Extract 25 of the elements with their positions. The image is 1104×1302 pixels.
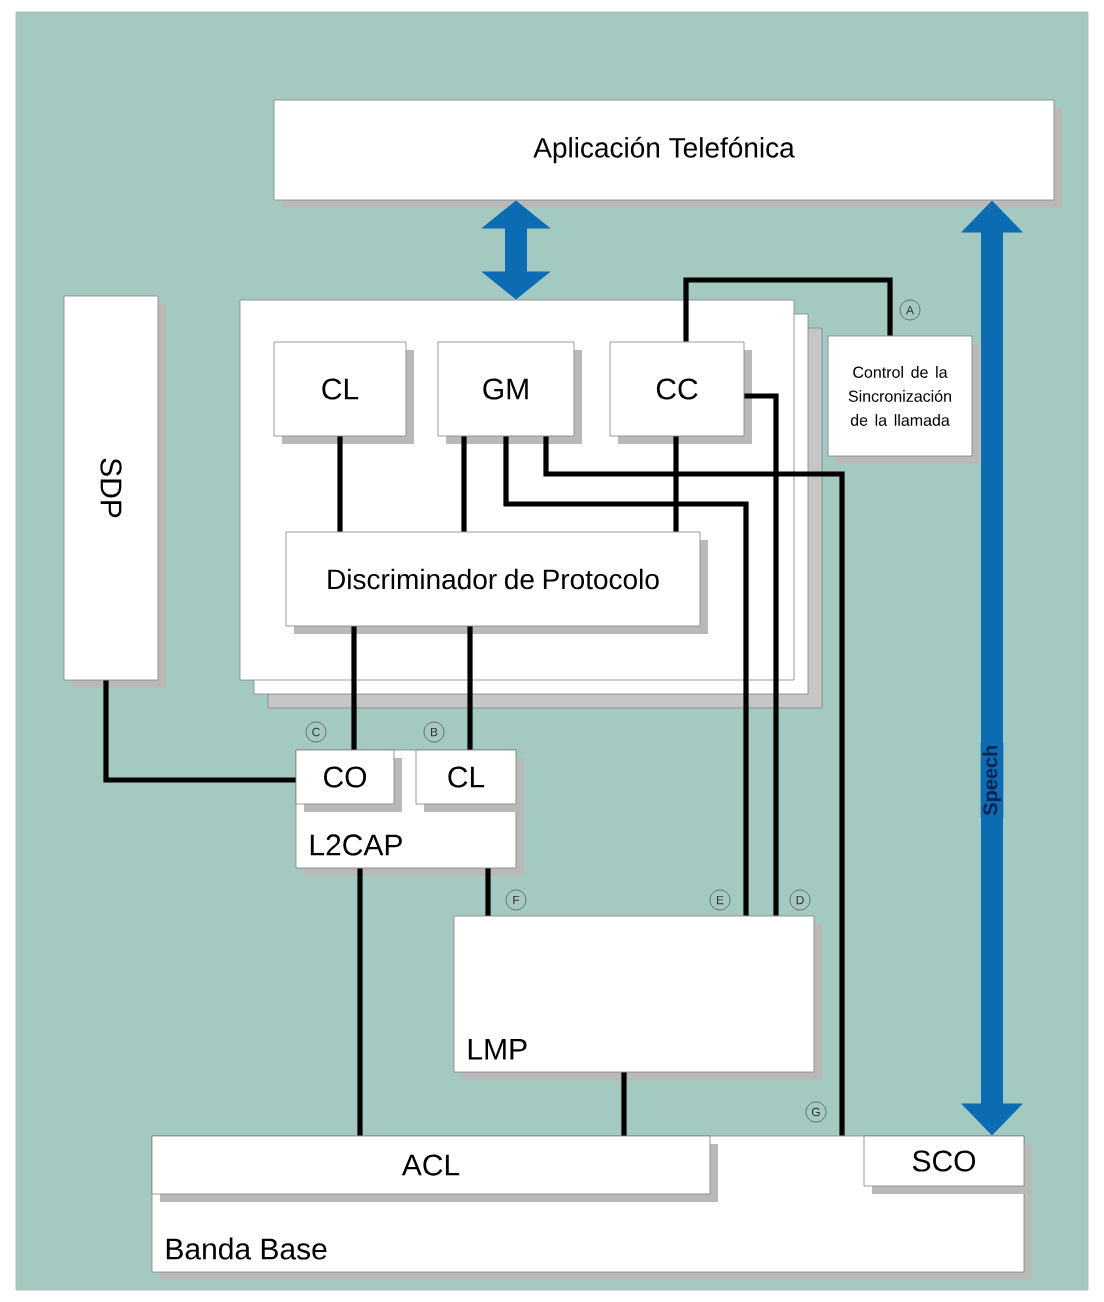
sync-control-box: Control de la Sincronización de la llamada xyxy=(827,335,980,464)
connector-line xyxy=(485,868,491,916)
lmp-box: LMP xyxy=(453,915,822,1080)
connector-line xyxy=(337,436,343,532)
connector-line xyxy=(683,277,893,342)
process-box: CL xyxy=(415,749,524,812)
connector-line xyxy=(673,436,679,532)
process-box: CL xyxy=(273,341,414,444)
connector-line xyxy=(621,1072,627,1136)
connector-line xyxy=(744,393,779,916)
connector-line xyxy=(351,626,357,750)
process-box: ACL xyxy=(151,1135,718,1202)
connector-line xyxy=(357,868,363,1136)
connector-line xyxy=(467,626,473,750)
connector-line xyxy=(543,436,845,1136)
process-box: CC xyxy=(609,341,752,444)
connector-line xyxy=(461,436,467,532)
process-box: GM xyxy=(437,341,582,444)
connector-line xyxy=(103,680,296,783)
sdp-box: SDP xyxy=(63,295,166,688)
connector-line xyxy=(503,436,749,916)
discriminator-box: Discriminador de Protocolo xyxy=(285,531,708,634)
process-box: CO xyxy=(295,749,402,812)
application-box: Aplicación Telefónica xyxy=(273,99,1062,208)
process-box: SCO xyxy=(863,1135,1032,1194)
